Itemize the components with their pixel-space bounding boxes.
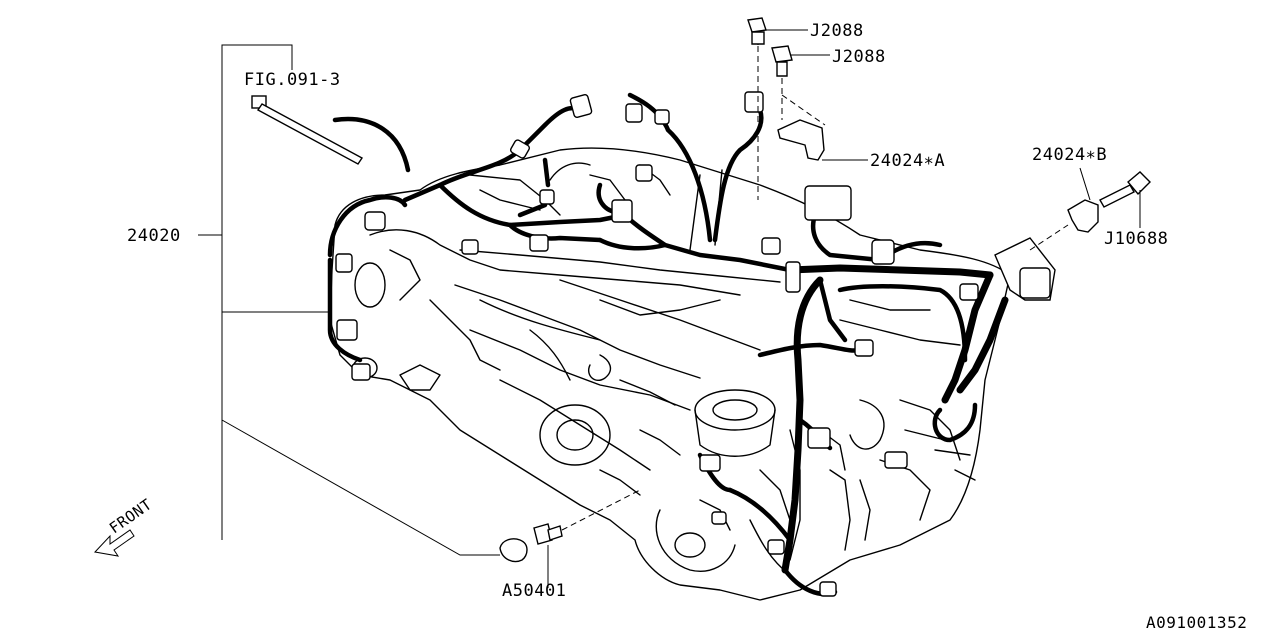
cable-tie-fig-091-3 — [251, 95, 364, 165]
bolt-j10688 — [1099, 171, 1151, 208]
bolt-j2088-lower — [771, 45, 793, 120]
bracket-24024a — [777, 94, 826, 161]
bracket-label-24024a: 24024∗A — [870, 151, 945, 171]
front-direction-arrow — [94, 529, 135, 557]
bracket-label-24024b: 24024∗B — [1032, 145, 1107, 165]
part-label-24020: 24020 — [127, 226, 181, 246]
bolt-label-j10688: J10688 — [1104, 229, 1168, 249]
figure-id-label: A091001352 — [1146, 613, 1247, 632]
leader-lines — [198, 29, 1141, 556]
grommet-clip — [499, 538, 528, 563]
engine-block-illustration — [329, 147, 1011, 601]
bracket-24024b — [1029, 199, 1099, 251]
wiring-harness — [327, 92, 1009, 597]
fig-reference-label: FIG.091-3 — [244, 70, 341, 90]
bolt-j2088-upper — [747, 17, 767, 200]
ground-bolt-a50401 — [533, 489, 641, 588]
bolt-label-j2088-upper: J2088 — [810, 21, 864, 41]
bolt-label-j2088-lower: J2088 — [832, 47, 886, 67]
ground-bolt-label-a50401: A50401 — [502, 581, 566, 601]
